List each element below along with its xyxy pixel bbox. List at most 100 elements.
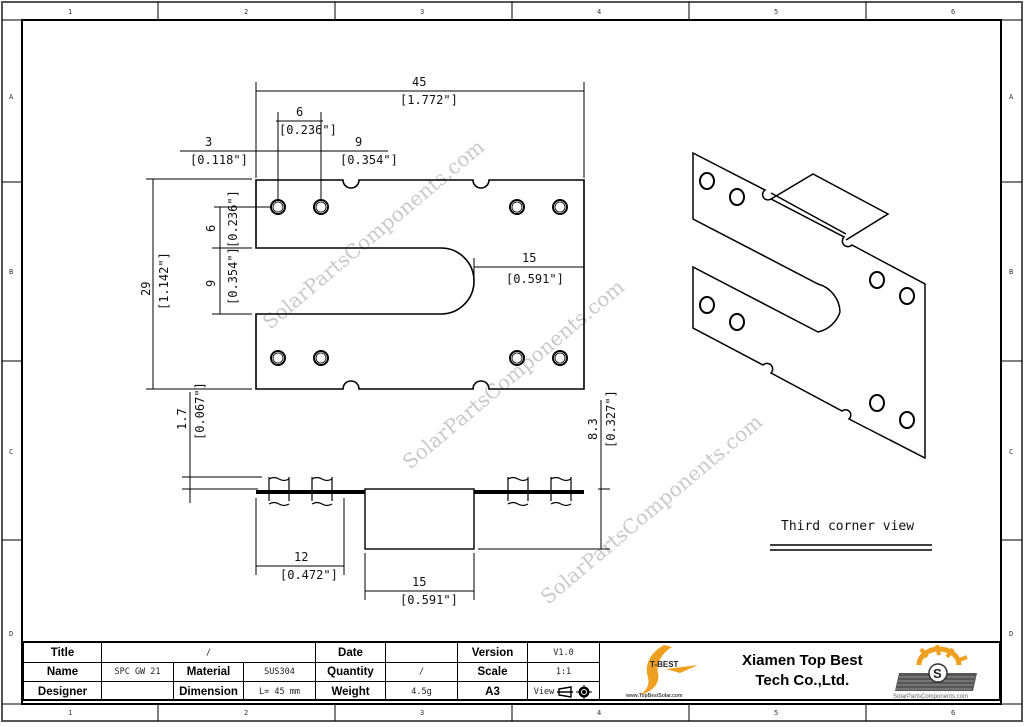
- svg-text:www.TopBestSolar.com: www.TopBestSolar.com: [625, 693, 683, 699]
- label-weight: Weight: [316, 682, 386, 701]
- svg-text:C: C: [1009, 448, 1013, 456]
- svg-text:1.7: 1.7: [175, 408, 189, 430]
- top-view-dimension-lines: [146, 82, 585, 390]
- side-view-dimension-lines: [182, 392, 610, 600]
- value-quantity: /: [386, 663, 458, 682]
- label-title: Title: [24, 643, 102, 663]
- company-name-line1: Xiamen Top Best: [742, 652, 863, 669]
- svg-text:2: 2: [244, 709, 248, 717]
- svg-text:2: 2: [244, 8, 248, 16]
- value-date: [386, 643, 458, 663]
- tbest-logo: T-BEST www.TopBestSolar.com: [606, 643, 728, 699]
- side-view: [256, 476, 584, 550]
- projection-symbol-icon: [557, 684, 593, 699]
- svg-text:12: 12: [294, 550, 308, 564]
- spc-logo-icon: S SolarPartsComponents.com: [893, 644, 977, 700]
- svg-text:3: 3: [205, 135, 212, 149]
- svg-text:[0.118"]: [0.118"]: [190, 153, 248, 167]
- top-view-dimension-text: 45 [1.772"] 6 [0.236"] 3 [0.118"] 9 [0.3…: [139, 75, 564, 310]
- label-dimension: Dimension: [174, 682, 244, 701]
- svg-text:SolarPartsComponents.com: SolarPartsComponents.com: [536, 409, 767, 608]
- svg-text:3: 3: [420, 8, 424, 16]
- label-name: Name: [24, 663, 102, 682]
- iso-holes: [699, 172, 915, 429]
- svg-text:A: A: [1009, 93, 1014, 101]
- company-name-line2: Tech Co.,Ltd.: [755, 672, 850, 689]
- value-view: View: [528, 682, 600, 701]
- svg-text:9: 9: [204, 280, 218, 287]
- value-dimension: L= 45 mm: [244, 682, 316, 701]
- svg-text:[0.236"]: [0.236"]: [279, 123, 337, 137]
- label-date: Date: [316, 643, 386, 663]
- svg-text:9: 9: [355, 135, 362, 149]
- zone-labels: 1 2 3 4 5 6 1 2 3 4 5 6 A B C D A B C D: [9, 8, 1014, 717]
- top-view: [255, 179, 585, 390]
- svg-text:5: 5: [774, 8, 778, 16]
- svg-text:A: A: [9, 93, 14, 101]
- label-quantity: Quantity: [316, 663, 386, 682]
- svg-text:[0.591"]: [0.591"]: [400, 593, 458, 607]
- iso-view-label-underline: [770, 544, 932, 551]
- zone-strip-sides: [2, 181, 1022, 541]
- view-label: View: [533, 686, 555, 697]
- zone-strip-top: [2, 2, 1022, 21]
- title-block-grid: Title / Date Version V1.0 Name SPC GW 21…: [24, 643, 606, 701]
- tbest-logo-icon: T-BEST www.TopBestSolar.com: [625, 645, 698, 699]
- zone-strip-bottom: [2, 703, 1022, 721]
- svg-text:T-BEST: T-BEST: [650, 660, 679, 669]
- svg-text:D: D: [1009, 630, 1013, 638]
- mounting-holes: [270, 199, 568, 366]
- label-scale: Scale: [458, 663, 528, 682]
- svg-text:8.3: 8.3: [586, 418, 600, 440]
- value-material: SUS304: [244, 663, 316, 682]
- svg-text:[1.772"]: [1.772"]: [400, 93, 458, 107]
- svg-text:1: 1: [68, 709, 72, 717]
- label-sheet-size: A3: [458, 682, 528, 701]
- value-weight: 4.5g: [386, 682, 458, 701]
- svg-text:29: 29: [139, 282, 153, 296]
- iso-view-label: Third corner view: [781, 519, 914, 534]
- svg-text:6: 6: [204, 225, 218, 232]
- svg-text:[0.327"]: [0.327"]: [604, 390, 618, 448]
- svg-text:S: S: [933, 666, 942, 681]
- svg-text:[0.591"]: [0.591"]: [506, 272, 564, 286]
- title-block: Title / Date Version V1.0 Name SPC GW 21…: [22, 641, 1001, 701]
- label-version: Version: [458, 643, 528, 663]
- value-designer: [102, 682, 174, 701]
- svg-text:[0.236"]: [0.236"]: [226, 190, 240, 248]
- svg-text:6: 6: [951, 8, 955, 16]
- svg-text:C: C: [9, 448, 13, 456]
- svg-text:[0.472"]: [0.472"]: [280, 568, 338, 582]
- company-name: Xiamen Top Best Tech Co.,Ltd.: [728, 643, 877, 699]
- label-designer: Designer: [24, 682, 102, 701]
- value-version: V1.0: [528, 643, 600, 663]
- svg-text:4: 4: [597, 8, 601, 16]
- svg-text:[0.354"]: [0.354"]: [226, 247, 240, 305]
- svg-text:D: D: [9, 630, 13, 638]
- svg-text:6: 6: [951, 709, 955, 717]
- svg-text:[0.354"]: [0.354"]: [340, 153, 398, 167]
- svg-text:[1.142"]: [1.142"]: [157, 252, 171, 310]
- svg-text:45: 45: [412, 75, 426, 89]
- svg-text:5: 5: [774, 709, 778, 717]
- svg-text:1: 1: [68, 8, 72, 16]
- side-view-dimension-text: 1.7 [0.067"] 8.3 [0.327"] 12 [0.472"] 15…: [175, 382, 618, 607]
- svg-text:[0.067"]: [0.067"]: [193, 382, 207, 440]
- hole-break-marks: [268, 476, 572, 507]
- isometric-view: [692, 151, 926, 460]
- value-title: /: [102, 643, 316, 663]
- svg-text:B: B: [1009, 268, 1013, 276]
- svg-text:4: 4: [597, 709, 601, 717]
- svg-text:SolarPartsComponents.com: SolarPartsComponents.com: [893, 694, 968, 699]
- svg-text:B: B: [9, 268, 13, 276]
- svg-text:6: 6: [296, 105, 303, 119]
- svg-text:15: 15: [522, 251, 536, 265]
- svg-text:SolarPartsComponents.com: SolarPartsComponents.com: [398, 274, 629, 473]
- value-name: SPC GW 21: [102, 663, 174, 682]
- label-material: Material: [174, 663, 244, 682]
- svg-text:3: 3: [420, 709, 424, 717]
- value-scale: 1:1: [528, 663, 600, 682]
- spc-logo: S SolarPartsComponents.com: [877, 643, 999, 700]
